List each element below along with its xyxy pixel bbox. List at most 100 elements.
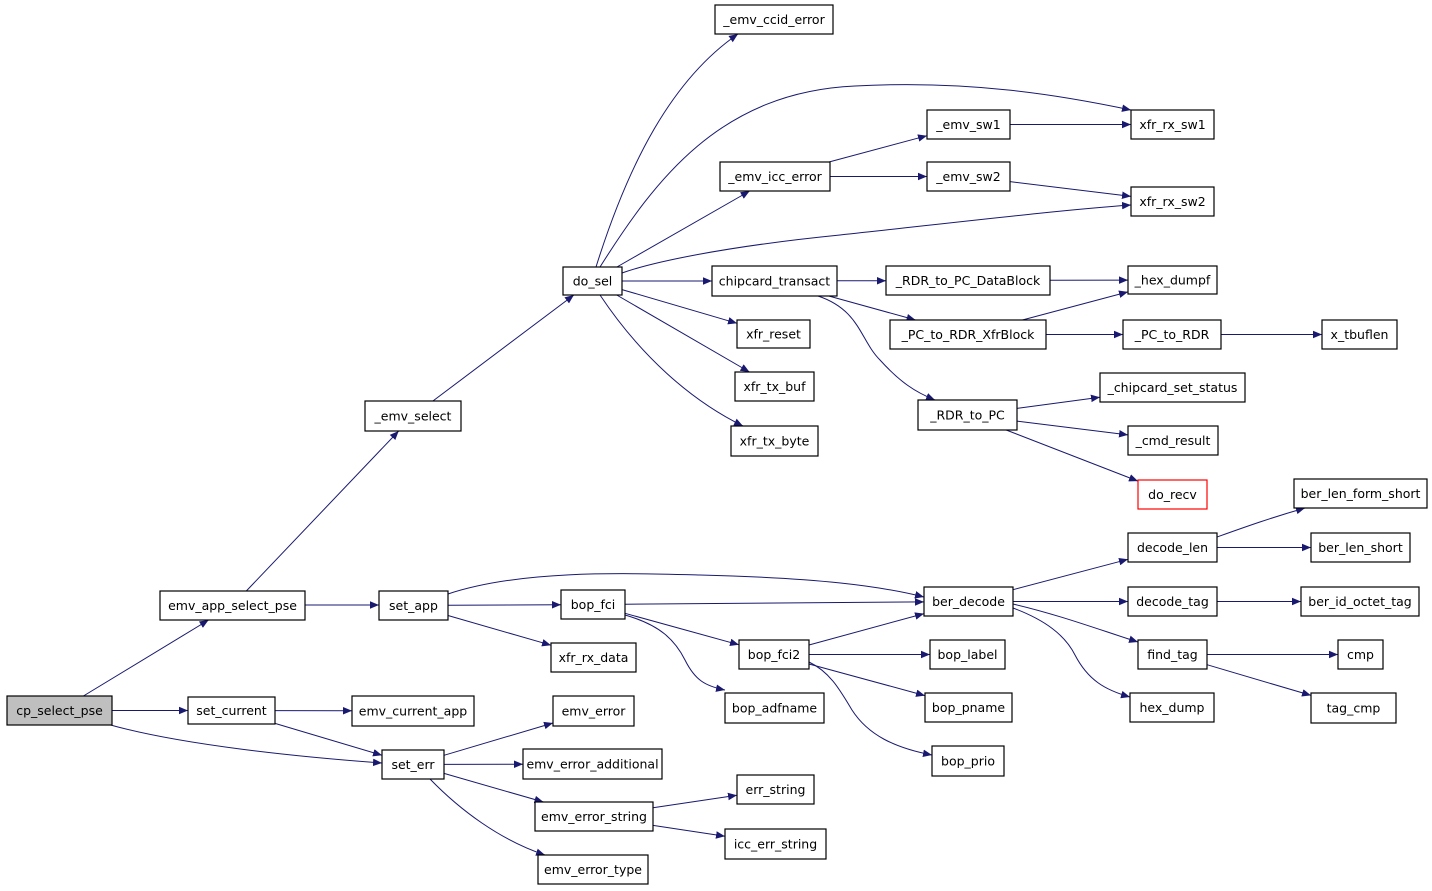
node-box[interactable] xyxy=(724,692,825,724)
node-box[interactable] xyxy=(560,589,626,620)
node-box[interactable] xyxy=(926,161,1011,192)
node-box[interactable] xyxy=(381,749,445,780)
node-chipcard_transact[interactable]: chipcard_transact xyxy=(711,265,838,297)
node-box[interactable] xyxy=(550,642,637,673)
node-box[interactable] xyxy=(929,639,1006,670)
node-bop_pname[interactable]: bop_pname xyxy=(924,692,1013,723)
node-ber_len_short[interactable]: ber_len_short xyxy=(1310,532,1411,563)
node-box[interactable] xyxy=(1130,109,1215,140)
node-emv_error_type[interactable]: emv_error_type xyxy=(537,854,649,885)
node-bop_prio[interactable]: bop_prio xyxy=(931,745,1005,777)
node-box[interactable] xyxy=(1129,692,1215,723)
node-box[interactable] xyxy=(1310,532,1411,563)
node-decode_tag[interactable]: decode_tag xyxy=(1127,586,1218,617)
node-box[interactable] xyxy=(1122,319,1222,350)
node-box[interactable] xyxy=(889,319,1047,350)
node-box[interactable] xyxy=(1127,425,1219,456)
node-_PC_to_RDR[interactable]: _PC_to_RDR xyxy=(1122,319,1222,350)
node-box[interactable] xyxy=(923,586,1014,617)
node-box[interactable] xyxy=(552,695,635,727)
node-emv_app_select_pse[interactable]: emv_app_select_pse xyxy=(159,590,306,621)
node-do_sel[interactable]: do_sel xyxy=(562,266,623,296)
node-box[interactable] xyxy=(719,161,831,192)
node-xfr_reset[interactable]: xfr_reset xyxy=(736,319,811,349)
node-box[interactable] xyxy=(562,266,623,296)
node-box[interactable] xyxy=(714,4,834,35)
node-hex_dump[interactable]: hex_dump xyxy=(1129,692,1215,723)
node-xfr_tx_buf[interactable]: xfr_tx_buf xyxy=(734,371,815,402)
node-find_tag[interactable]: find_tag xyxy=(1137,639,1208,670)
node-tag_cmp[interactable]: tag_cmp xyxy=(1310,692,1397,724)
node-box[interactable] xyxy=(1127,265,1218,295)
node-box[interactable] xyxy=(1130,186,1215,217)
node-_emv_icc_error[interactable]: _emv_icc_error xyxy=(719,161,831,192)
node-bop_fci2[interactable]: bop_fci2 xyxy=(738,639,810,670)
node-bop_adfname[interactable]: bop_adfname xyxy=(724,692,825,724)
node-cmp[interactable]: cmp xyxy=(1337,639,1384,670)
node-box[interactable] xyxy=(1127,532,1218,563)
node-box[interactable] xyxy=(736,319,811,349)
node-box[interactable] xyxy=(724,828,827,860)
node-emv_error_additional[interactable]: emv_error_additional xyxy=(522,748,663,780)
node-ber_len_form_short[interactable]: ber_len_form_short xyxy=(1293,478,1428,509)
node-box[interactable] xyxy=(730,425,819,457)
node-set_app[interactable]: set_app xyxy=(378,590,449,621)
node-box[interactable] xyxy=(1137,479,1208,510)
node-box[interactable] xyxy=(537,854,649,885)
node-bop_fci[interactable]: bop_fci xyxy=(560,589,626,620)
node-box[interactable] xyxy=(364,400,462,432)
node-box[interactable] xyxy=(187,696,276,725)
node-xfr_tx_byte[interactable]: xfr_tx_byte xyxy=(730,425,819,457)
node-box[interactable] xyxy=(926,109,1011,140)
node-ber_id_octet_tag[interactable]: ber_id_octet_tag xyxy=(1300,586,1420,617)
node-box[interactable] xyxy=(738,639,810,670)
node-emv_error_string[interactable]: emv_error_string xyxy=(534,801,654,832)
node-box[interactable] xyxy=(931,745,1005,777)
node-_emv_sw1[interactable]: _emv_sw1 xyxy=(926,109,1011,140)
node-box[interactable] xyxy=(711,265,838,297)
node-box[interactable] xyxy=(1310,692,1397,724)
node-_cmd_result[interactable]: _cmd_result xyxy=(1127,425,1219,456)
node-xfr_rx_sw1[interactable]: xfr_rx_sw1 xyxy=(1130,109,1215,140)
node-box[interactable] xyxy=(736,774,815,805)
node-xfr_rx_data[interactable]: xfr_rx_data xyxy=(550,642,637,673)
node-box[interactable] xyxy=(885,265,1051,296)
node-box[interactable] xyxy=(351,695,475,727)
node-box[interactable] xyxy=(917,399,1018,431)
node-box[interactable] xyxy=(378,590,449,621)
node-box[interactable] xyxy=(1127,586,1218,617)
node-box[interactable] xyxy=(1099,372,1246,403)
node-_PC_to_RDR_XfrBlock[interactable]: _PC_to_RDR_XfrBlock xyxy=(889,319,1047,350)
node-box[interactable] xyxy=(159,590,306,621)
node-box[interactable] xyxy=(1337,639,1384,670)
node-box[interactable] xyxy=(1321,319,1398,350)
node-_emv_select[interactable]: _emv_select xyxy=(364,400,462,432)
node-box[interactable] xyxy=(522,748,663,780)
node-err_string[interactable]: err_string xyxy=(736,774,815,805)
node-do_recv[interactable]: do_recv xyxy=(1137,479,1208,510)
node-set_err[interactable]: set_err xyxy=(381,749,445,780)
node-x_tbuflen[interactable]: x_tbuflen xyxy=(1321,319,1398,350)
node-box[interactable] xyxy=(734,371,815,402)
node-box[interactable] xyxy=(1300,586,1420,617)
node-_emv_ccid_error[interactable]: _emv_ccid_error xyxy=(714,4,834,35)
node-_emv_sw2[interactable]: _emv_sw2 xyxy=(926,161,1011,192)
node-ber_decode[interactable]: ber_decode xyxy=(923,586,1014,617)
node-box[interactable] xyxy=(534,801,654,832)
node-xfr_rx_sw2[interactable]: xfr_rx_sw2 xyxy=(1130,186,1215,217)
node-decode_len[interactable]: decode_len xyxy=(1127,532,1218,563)
node-_chipcard_set_status[interactable]: _chipcard_set_status xyxy=(1099,372,1246,403)
node-box[interactable] xyxy=(1137,639,1208,670)
node-icc_err_string[interactable]: icc_err_string xyxy=(724,828,827,860)
node-set_current[interactable]: set_current xyxy=(187,696,276,725)
node-box[interactable] xyxy=(1293,478,1428,509)
node-cp_select_pse[interactable]: cp_select_pse xyxy=(6,695,113,726)
node-_RDR_to_PC_DataBlock[interactable]: _RDR_to_PC_DataBlock xyxy=(885,265,1051,296)
node-bop_label[interactable]: bop_label xyxy=(929,639,1006,670)
node-_hex_dumpf[interactable]: _hex_dumpf xyxy=(1127,265,1218,295)
node-emv_current_app[interactable]: emv_current_app xyxy=(351,695,475,727)
node-_RDR_to_PC[interactable]: _RDR_to_PC xyxy=(917,399,1018,431)
node-emv_error[interactable]: emv_error xyxy=(552,695,635,727)
node-box[interactable] xyxy=(924,692,1013,723)
node-box[interactable] xyxy=(6,695,113,726)
